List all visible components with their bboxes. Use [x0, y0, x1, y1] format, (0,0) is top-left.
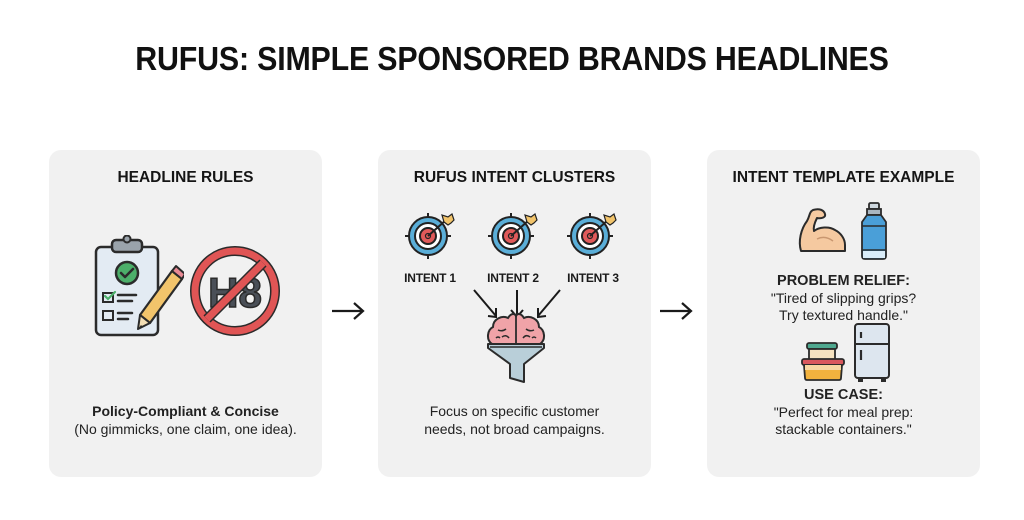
- problem-relief-example: PROBLEM RELIEF: "Tired of slipping grips…: [707, 273, 980, 324]
- rules-caption: Policy-Compliant & Concise (No gimmicks,…: [49, 402, 322, 438]
- panel-intent-clusters: RUFUS INTENT CLUSTERS: [378, 150, 651, 477]
- clipboard-checklist-icon: [94, 235, 184, 337]
- target-icon: [405, 213, 455, 259]
- intent-label: INTENT 3: [567, 271, 619, 285]
- panel-title: INTENT TEMPLATE EXAMPLE: [732, 169, 955, 186]
- prohibited-h8-icon: H8: [190, 246, 280, 336]
- clusters-caption-line2: needs, not broad campaigns.: [424, 421, 605, 437]
- brain-funnel-icon: [487, 312, 545, 383]
- target-icon: [567, 213, 617, 259]
- right-arrow-icon: [332, 302, 365, 320]
- target-icon: [488, 213, 538, 259]
- panel-title: RUFUS INTENT CLUSTERS: [413, 169, 616, 186]
- intent-label: INTENT 1: [404, 271, 456, 285]
- panel-headline-rules: HEADLINE RULES H8 Policy-Compliant & Con…: [49, 150, 322, 477]
- flexed-arm-icon: [798, 208, 846, 252]
- food-containers-icon: [801, 342, 845, 381]
- page-title: RUFUS: SIMPLE SPONSORED BRANDS HEADLINES: [135, 40, 889, 77]
- use-case-example: USE CASE: "Perfect for meal prep: stacka…: [707, 387, 980, 438]
- example-line: stackable containers.": [775, 421, 912, 437]
- refrigerator-icon: [854, 323, 890, 382]
- panel-title: HEADLINE RULES: [117, 169, 254, 186]
- water-bottle-icon: [861, 202, 887, 260]
- clusters-caption-line1: Focus on specific customer: [429, 403, 600, 419]
- panel-intent-template: INTENT TEMPLATE EXAMPLE PROBLEM RELIEF: …: [707, 150, 980, 477]
- example-line: "Perfect for meal prep:: [773, 404, 914, 420]
- right-arrow-icon: [660, 302, 693, 320]
- clusters-caption: Focus on specific customer needs, not br…: [378, 402, 651, 438]
- rules-caption-text: (No gimmicks, one claim, one idea).: [74, 421, 297, 437]
- rules-caption-bold: Policy-Compliant & Concise: [92, 403, 279, 419]
- intent-label: INTENT 2: [487, 271, 539, 285]
- example-label: USE CASE:: [804, 387, 883, 403]
- example-label: PROBLEM RELIEF:: [777, 273, 910, 289]
- example-line: Try textured handle.": [779, 307, 908, 323]
- pencil-icon: [137, 265, 184, 330]
- example-line: "Tired of slipping grips?: [770, 290, 917, 306]
